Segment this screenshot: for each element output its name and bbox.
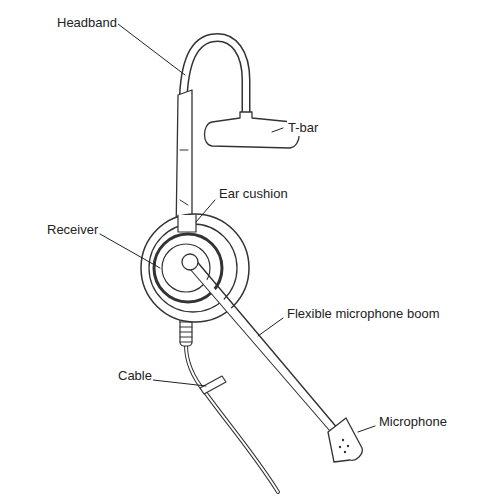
part-label: Cable — [117, 368, 153, 384]
part-label: T-bar — [287, 120, 319, 136]
leader-lines — [100, 24, 375, 432]
t-bar — [205, 112, 300, 148]
part-label: Receiver — [46, 222, 99, 238]
part-label: Flexible microphone boom — [286, 306, 440, 322]
part-label: Headband — [56, 15, 118, 31]
cable — [180, 312, 278, 492]
part-label: Ear cushion — [218, 186, 289, 202]
receiver — [141, 214, 249, 322]
microphone-boom — [182, 254, 362, 462]
part-label: Microphone — [378, 414, 448, 430]
